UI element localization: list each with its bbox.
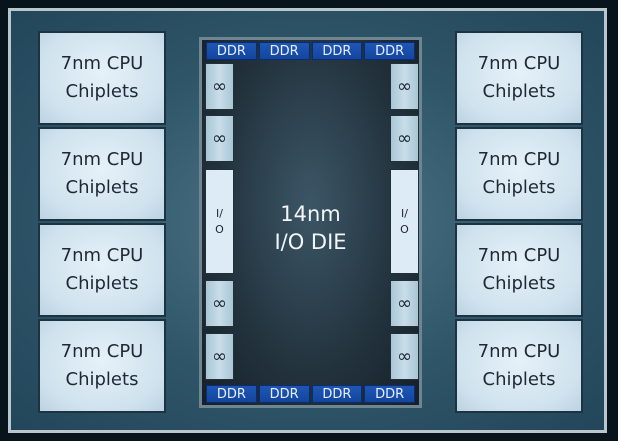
- ddr-channel: DDR: [311, 385, 363, 403]
- io-die-process: 14nm: [280, 202, 341, 226]
- infinity-icon: ∞: [212, 76, 227, 97]
- infinity-fabric-link: ∞: [390, 115, 419, 162]
- io-die-label: I/O DIE: [274, 230, 347, 254]
- cpu-chiplet-left-3: 7nm CPU Chiplets: [38, 223, 166, 317]
- io-port-label: I/: [216, 206, 223, 220]
- chiplet-process: 7nm CPU: [477, 149, 561, 170]
- io-port-label: O: [215, 222, 224, 236]
- infinity-fabric-link: ∞: [205, 63, 234, 110]
- ddr-channel: DDR: [364, 42, 415, 60]
- io-port: I/O: [390, 169, 419, 274]
- ddr-channel: DDR: [364, 385, 415, 403]
- infinity-icon: ∞: [397, 128, 412, 149]
- chiplet-process: 7nm CPU: [60, 341, 144, 362]
- chiplet-label: Chiplets: [482, 273, 556, 294]
- chiplet-label: Chiplets: [65, 369, 139, 390]
- ddr-row-bottom: DDR DDR DDR DDR: [206, 385, 415, 403]
- infinity-icon: ∞: [397, 346, 412, 367]
- infinity-icon: ∞: [212, 346, 227, 367]
- io-die: DDR DDR DDR DDR DDR DDR DDR DDR ∞ ∞ I/O ∞ ∞ ∞…: [199, 37, 422, 408]
- cpu-chiplet-right-2: 7nm CPU Chiplets: [455, 127, 583, 221]
- infinity-icon: ∞: [397, 293, 412, 314]
- cpu-chiplet-right-1: 7nm CPU Chiplets: [455, 31, 583, 125]
- cpu-chiplet-left-1: 7nm CPU Chiplets: [38, 31, 166, 125]
- chiplet-label: Chiplets: [65, 177, 139, 198]
- ddr-channel: DDR: [258, 385, 310, 403]
- chiplet-label: Chiplets: [482, 81, 556, 102]
- infinity-fabric-link: ∞: [205, 333, 234, 380]
- io-port: I/O: [205, 169, 234, 274]
- infinity-icon: ∞: [397, 76, 412, 97]
- infinity-icon: ∞: [212, 128, 227, 149]
- chiplet-process: 7nm CPU: [477, 53, 561, 74]
- io-die-title: 14nm I/O DIE: [202, 200, 419, 256]
- io-port-label: O: [400, 222, 409, 236]
- ddr-channel: DDR: [258, 42, 310, 60]
- infinity-icon: ∞: [212, 293, 227, 314]
- chiplet-process: 7nm CPU: [60, 245, 144, 266]
- infinity-fabric-link: ∞: [205, 115, 234, 162]
- cpu-chiplet-left-4: 7nm CPU Chiplets: [38, 319, 166, 413]
- chiplet-process: 7nm CPU: [477, 245, 561, 266]
- ddr-channel: DDR: [206, 385, 257, 403]
- cpu-chiplet-left-2: 7nm CPU Chiplets: [38, 127, 166, 221]
- infinity-fabric-link: ∞: [205, 280, 234, 327]
- chiplet-process: 7nm CPU: [60, 149, 144, 170]
- chiplet-label: Chiplets: [65, 81, 139, 102]
- infinity-fabric-link: ∞: [390, 63, 419, 110]
- chiplet-label: Chiplets: [65, 273, 139, 294]
- ddr-row-top: DDR DDR DDR DDR: [206, 42, 415, 60]
- cpu-chiplet-right-4: 7nm CPU Chiplets: [455, 319, 583, 413]
- chiplet-process: 7nm CPU: [60, 53, 144, 74]
- infinity-fabric-link: ∞: [390, 280, 419, 327]
- chiplet-process: 7nm CPU: [477, 341, 561, 362]
- infinity-fabric-link: ∞: [390, 333, 419, 380]
- ddr-channel: DDR: [206, 42, 257, 60]
- chiplet-label: Chiplets: [482, 177, 556, 198]
- chiplet-label: Chiplets: [482, 369, 556, 390]
- cpu-chiplet-right-3: 7nm CPU Chiplets: [455, 223, 583, 317]
- io-port-label: I/: [401, 206, 408, 220]
- ddr-channel: DDR: [311, 42, 363, 60]
